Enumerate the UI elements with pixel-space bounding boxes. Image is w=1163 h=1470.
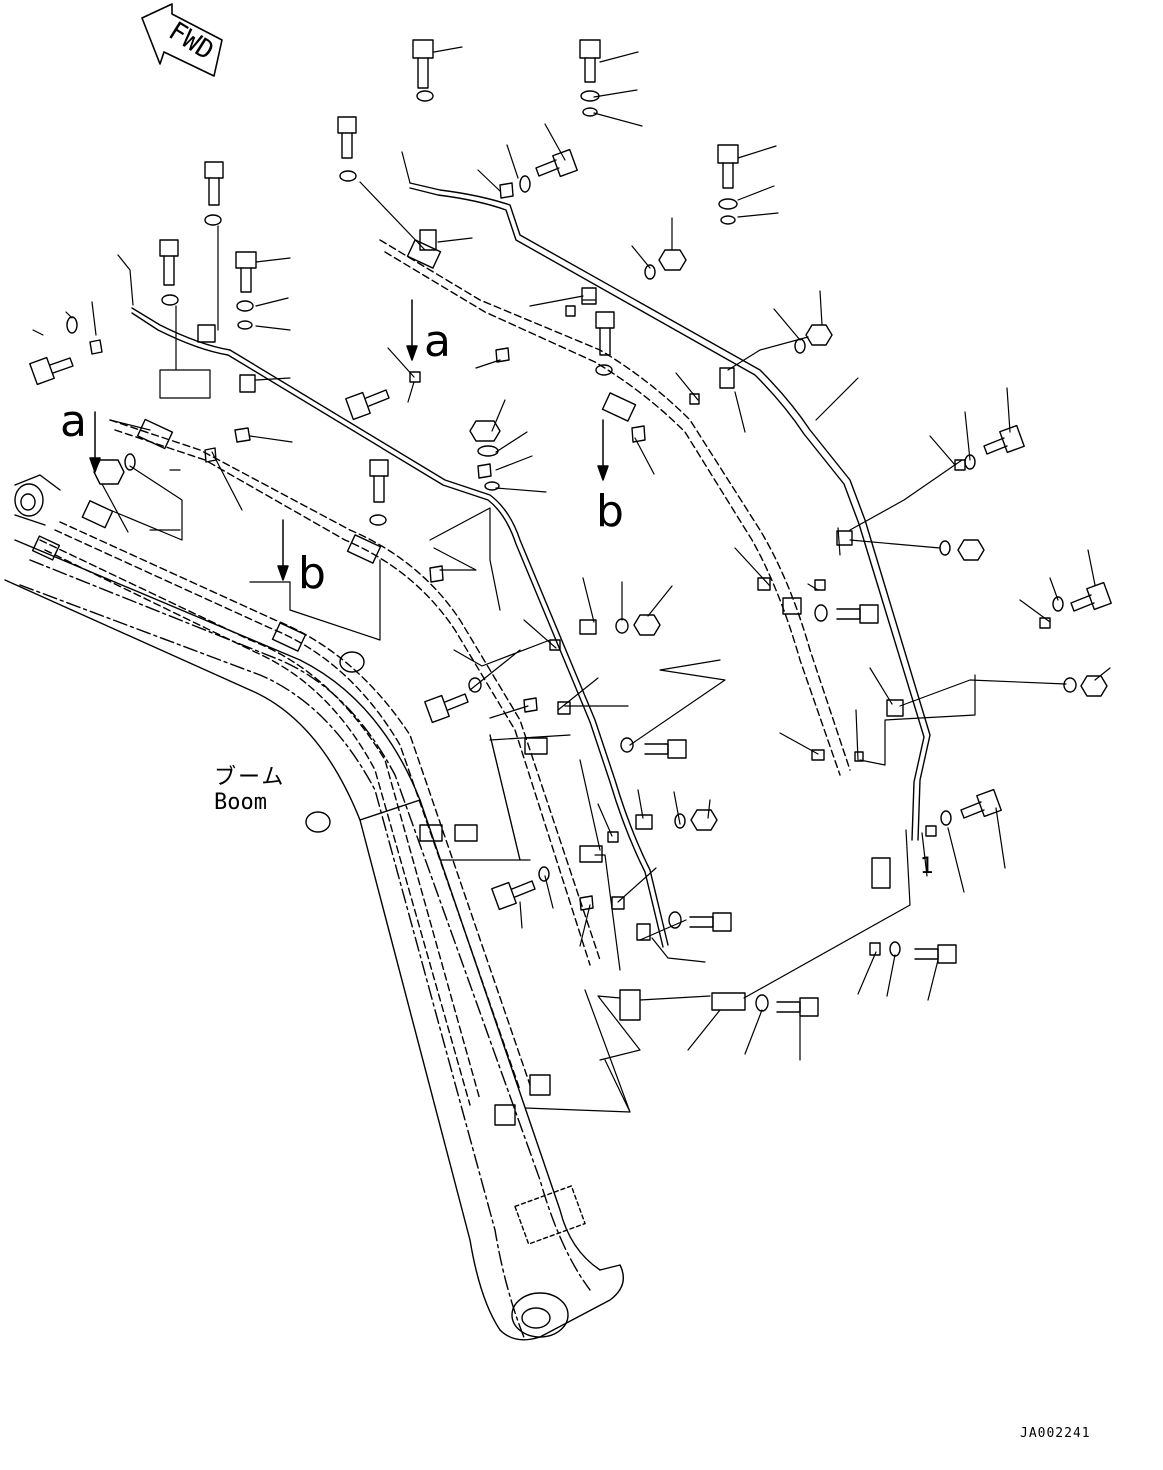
pipe-clips bbox=[89, 182, 1051, 1011]
view-b-callout-right: b bbox=[596, 486, 624, 537]
view-a-callout-left: a bbox=[60, 396, 87, 447]
boom-outline bbox=[19, 559, 591, 1341]
leader-frames bbox=[149, 369, 631, 1113]
fwd-arrow-icon bbox=[141, 3, 223, 77]
ref-number-label: 1 bbox=[920, 854, 934, 879]
hose-bundle bbox=[39, 239, 851, 1106]
leader-lines bbox=[32, 46, 1111, 1061]
pipe-left bbox=[131, 307, 669, 948]
boom-label-en: Boom bbox=[214, 790, 267, 815]
pipe-right bbox=[409, 182, 931, 841]
drawing-code: JA002241 bbox=[1020, 1426, 1091, 1441]
view-arrows bbox=[89, 299, 609, 581]
boom-body bbox=[4, 474, 624, 1341]
clamp-blocks bbox=[31, 239, 891, 1126]
boom-label-jp: ブーム bbox=[214, 765, 286, 790]
nuts bbox=[93, 249, 1108, 831]
bolt-group-horizontal bbox=[29, 148, 1112, 1017]
view-b-callout-left: b bbox=[298, 548, 326, 599]
view-a-callout-right: a bbox=[424, 316, 451, 367]
washers bbox=[66, 90, 1077, 1012]
bolt-group-top bbox=[159, 39, 739, 503]
